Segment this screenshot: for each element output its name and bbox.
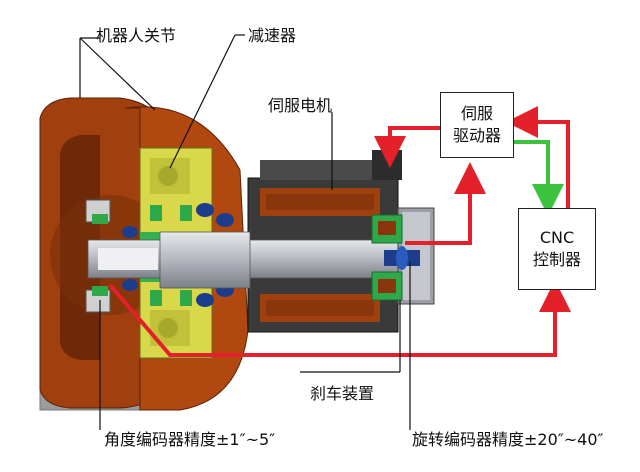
- front-bearings: [85, 199, 111, 313]
- servo-driver-box: 伺服 驱动器: [440, 92, 514, 158]
- leader-lines: [79, 34, 411, 430]
- label-servo-motor: 伺服电机: [268, 96, 333, 115]
- label-angle-encoder: 角度编码器精度±1″~5″: [104, 430, 276, 449]
- red-signal-lines: [108, 106, 571, 357]
- label-reducer: 减速器: [248, 26, 297, 45]
- green-signal-line: [512, 140, 564, 216]
- brake-encoder-assembly: [371, 214, 420, 301]
- cnc-line2: 控制器: [532, 250, 581, 269]
- servo-driver-line2: 驱动器: [452, 126, 501, 145]
- main-shaft: [87, 231, 409, 289]
- cnc-controller-box: CNC 控制器: [518, 208, 596, 290]
- cnc-line1: CNC: [539, 227, 575, 247]
- label-rotary-encoder: 旋转编码器精度±20″~40″: [412, 430, 604, 449]
- label-brake: 刹车装置: [310, 384, 375, 403]
- label-robot-joint: 机器人关节: [96, 26, 177, 45]
- servo-driver-line1: 伺服: [460, 103, 493, 123]
